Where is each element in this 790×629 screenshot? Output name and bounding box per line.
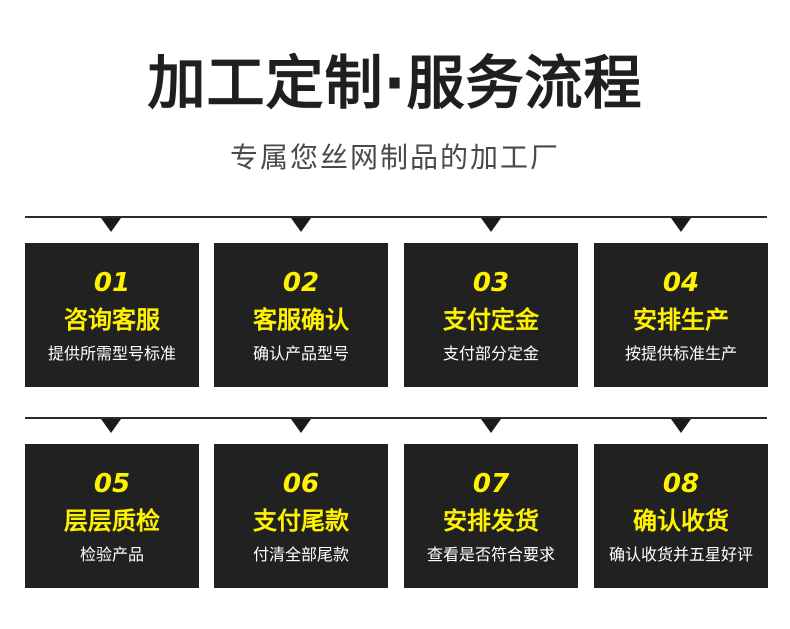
triangle-down-icon <box>101 218 121 232</box>
row-1-divider <box>25 216 767 218</box>
step-description: 查看是否符合要求 <box>426 545 555 564</box>
page-subtitle: 专属您丝网制品的加工厂 <box>229 141 560 174</box>
step-card-02: 02 客服确认 确认产品型号 <box>214 243 388 387</box>
step-title: 确认收货 <box>633 507 729 535</box>
step-title: 安排生产 <box>633 306 729 334</box>
step-description: 确认收货并五星好评 <box>608 545 753 564</box>
step-card-06: 06 支付尾款 付清全部尾款 <box>214 444 388 588</box>
step-card-08: 08 确认收货 确认收货并五星好评 <box>594 444 768 588</box>
step-number: 03 <box>472 268 510 298</box>
step-card-04: 04 安排生产 按提供标准生产 <box>594 243 768 387</box>
step-number: 05 <box>93 469 131 499</box>
step-number: 06 <box>282 469 320 499</box>
step-title: 支付定金 <box>443 306 539 334</box>
step-title: 咨询客服 <box>64 306 160 334</box>
step-title: 客服确认 <box>253 306 349 334</box>
step-card-07: 07 安排发货 查看是否符合要求 <box>404 444 578 588</box>
step-number: 04 <box>662 268 700 298</box>
step-number: 07 <box>472 469 510 499</box>
step-number: 01 <box>93 268 131 298</box>
triangle-down-icon <box>101 419 121 433</box>
step-card-05: 05 层层质检 检验产品 <box>25 444 199 588</box>
step-title: 支付尾款 <box>253 507 349 535</box>
step-number: 02 <box>282 268 320 298</box>
triangle-down-icon <box>671 218 691 232</box>
step-description: 确认产品型号 <box>252 344 349 363</box>
step-title: 层层质检 <box>64 507 160 535</box>
step-description: 支付部分定金 <box>442 344 539 363</box>
triangle-down-icon <box>291 419 311 433</box>
step-number: 08 <box>662 469 700 499</box>
triangle-down-icon <box>481 218 501 232</box>
triangle-down-icon <box>481 419 501 433</box>
row-2-divider <box>25 417 767 419</box>
step-title: 安排发货 <box>443 507 539 535</box>
triangle-down-icon <box>291 218 311 232</box>
step-description: 检验产品 <box>79 545 144 564</box>
step-card-01: 01 咨询客服 提供所需型号标准 <box>25 243 199 387</box>
triangle-down-icon <box>671 419 691 433</box>
step-description: 付清全部尾款 <box>252 545 349 564</box>
step-description: 按提供标准生产 <box>624 344 737 363</box>
step-description: 提供所需型号标准 <box>47 344 176 363</box>
page-title: 加工定制·服务流程 <box>147 49 643 117</box>
step-card-03: 03 支付定金 支付部分定金 <box>404 243 578 387</box>
